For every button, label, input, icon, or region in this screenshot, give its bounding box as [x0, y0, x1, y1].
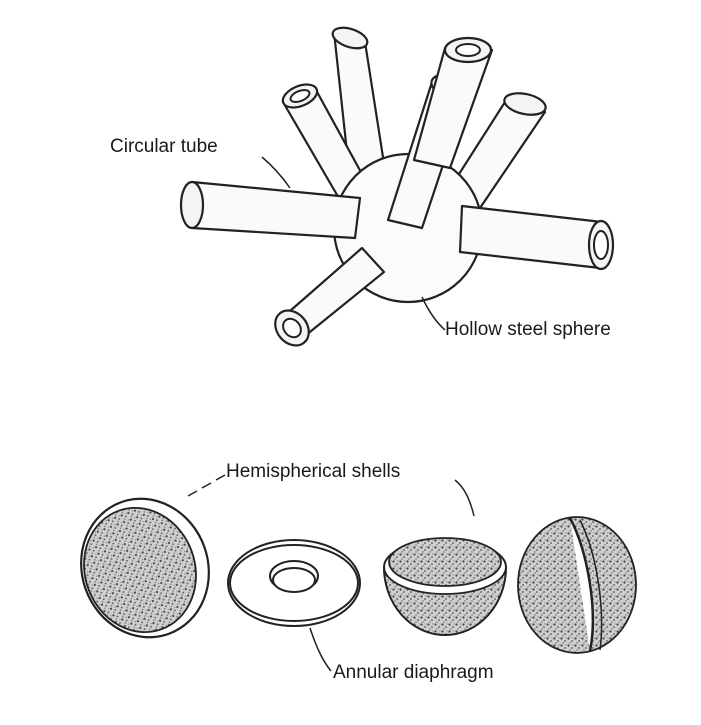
shell-right-leader: [455, 480, 474, 516]
label-annular-diaphragm: Annular diaphragm: [333, 662, 494, 684]
diaphragm-leader: [310, 628, 331, 671]
hemispherical-shell-right: [384, 538, 506, 635]
annular-diaphragm: [228, 540, 360, 626]
hollow-sphere-leader: [422, 297, 445, 330]
label-circular-tube: Circular tube: [110, 136, 218, 158]
sphere-joint-assembly: [181, 24, 613, 352]
label-hollow-steel-sphere: Hollow steel sphere: [445, 319, 611, 341]
assembled-sphere: [518, 517, 636, 653]
components-assembly: [62, 475, 636, 671]
tube-lower-left: [268, 248, 384, 352]
hemispherical-shell-left: [62, 481, 228, 656]
shell-left-leader: [188, 475, 225, 496]
tube-right: [460, 206, 613, 269]
label-hemispherical-shells: Hemispherical shells: [226, 461, 400, 483]
circular-tube-leader: [262, 157, 290, 188]
